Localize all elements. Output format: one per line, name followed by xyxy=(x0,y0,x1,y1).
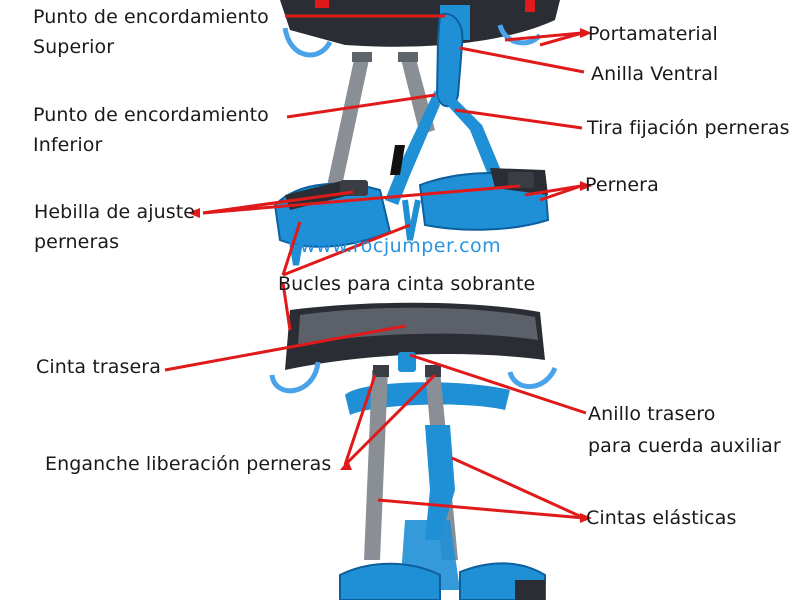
label-enganche: Enganche liberación perneras xyxy=(45,453,332,475)
watermark-text: www.rocjumper.com xyxy=(300,235,502,257)
harness-front-illustration xyxy=(273,0,560,266)
label-anilla-ventral: Anilla Ventral xyxy=(591,63,719,85)
label-bucles: Bucles para cinta sobrante xyxy=(278,273,536,295)
leader-arrowheads xyxy=(188,28,592,523)
label-punto-inferior-2: Inferior xyxy=(33,134,103,156)
label-tira-fijacion: Tira fijación perneras xyxy=(587,117,790,139)
harness-back-illustration xyxy=(269,302,558,600)
leader-lines xyxy=(164,14,587,520)
label-punto-inferior-1: Punto de encordamiento xyxy=(33,104,269,126)
label-punto-superior-2: Superior xyxy=(33,36,115,58)
label-portamaterial: Portamaterial xyxy=(588,23,718,45)
label-cinta-trasera: Cinta trasera xyxy=(36,356,161,378)
label-anillo-trasero-2: para cuerda auxiliar xyxy=(588,435,781,457)
label-cintas-elasticas: Cintas elásticas xyxy=(586,507,737,529)
label-hebilla-1: Hebilla de ajuste xyxy=(34,201,196,223)
label-hebilla-2: perneras xyxy=(34,231,120,253)
label-punto-superior-1: Punto de encordamiento xyxy=(33,6,269,28)
label-pernera: Pernera xyxy=(585,174,659,196)
label-anillo-trasero-1: Anillo trasero xyxy=(588,403,716,425)
